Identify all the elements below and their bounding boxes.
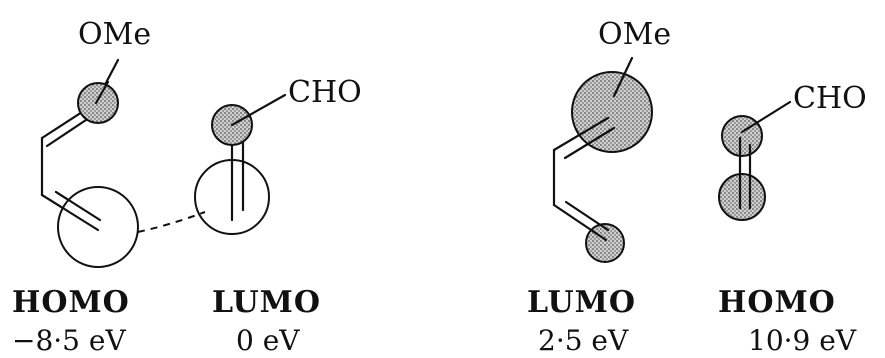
left-ome-bond-over [94,80,110,105]
left-cho-bond [230,93,287,127]
left-dienophile-molecule [194,93,287,235]
right-c3c4-bond [552,203,608,242]
right-c1c2-bond [552,116,610,152]
right-orbital-2-energy: 10·9 eV [748,324,857,357]
left-c3c4-bond-over-inner [54,190,102,222]
right-orbital-2-label: HOMO [718,285,836,320]
right-cho-bond [740,100,792,134]
left-orbital-overlap-dashed-line [137,211,206,233]
left-c1c2-bond-inner [45,114,94,148]
right-dienophile-molecule [718,100,792,221]
right-orbital-1-label: LUMO [527,285,636,320]
left-c3c4-bond-over [40,193,100,232]
left-orbital-2-energy: 0 eV [236,324,300,357]
right-diene-molecule [552,56,653,263]
left-homo-lobe-c4 [57,186,139,268]
right-c1c2-bond-inner [563,126,616,160]
right-ome-label: OMe [598,17,671,52]
left-homo-lobe-c1 [77,82,119,124]
right-ome-bond [612,56,634,98]
right-orbital-1-energy: 2·5 eV [538,324,629,357]
right-homo-lobe-lower [718,173,766,221]
left-ome-label: OMe [78,17,151,52]
left-orbital-2-label: LUMO [212,285,321,320]
left-orbital-1-label: HOMO [12,285,130,320]
right-lumo-lobe-c1 [571,71,653,153]
right-cho-label: CHO [793,81,867,116]
right-c3c4-bond-inner [564,200,610,232]
left-cho-label: CHO [288,75,362,110]
left-orbital-1-energy: −8·5 eV [12,324,126,357]
